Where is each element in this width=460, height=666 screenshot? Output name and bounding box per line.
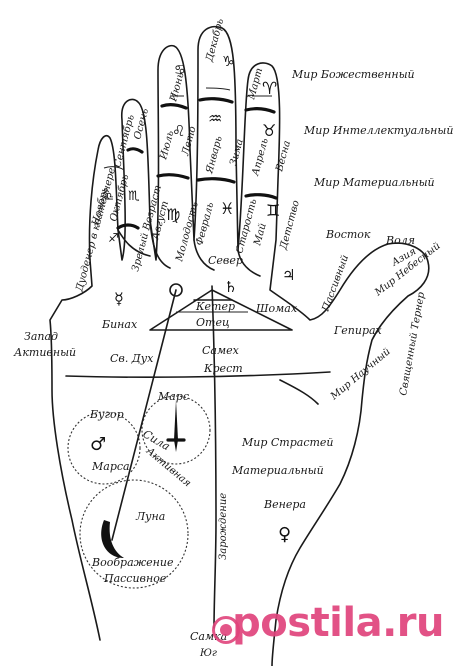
label-shomakh: Шомах	[255, 302, 298, 315]
sagittarius-icon: ♐	[108, 231, 119, 245]
postila-logo-icon	[212, 616, 240, 644]
index-finger-crease-1	[198, 97, 234, 104]
label-hill: Бугор	[89, 408, 124, 421]
label-world-divine: Мир Божественный	[291, 68, 415, 81]
label-world-material: Мир Материальный	[313, 176, 435, 189]
capricorn-icon: ♑	[222, 54, 235, 70]
label-mars-lower: Марса	[91, 460, 130, 473]
vertical-line-saturn	[211, 285, 217, 629]
label-east: Восток	[325, 228, 371, 241]
label-january: Январь	[204, 135, 225, 176]
jupiter-circle	[169, 283, 183, 297]
label-mars-upper: Марс	[157, 390, 189, 403]
finger-divider-3	[193, 239, 215, 271]
label-imagination: Воображение	[91, 556, 174, 569]
label-keter: Кетер	[195, 300, 235, 313]
watermark-text: postila.ru	[232, 600, 444, 646]
label-gepirakh: Гепирах	[333, 324, 383, 337]
label-active-left: Активный	[13, 346, 76, 359]
heart-line	[279, 379, 319, 405]
mars-active-circle	[141, 395, 211, 465]
label-passive-right: Пассивный	[320, 254, 351, 314]
mercury-icon: ☿	[114, 289, 124, 308]
label-june: Июнь	[168, 71, 187, 103]
label-world-passions: Мир Страстей	[241, 436, 334, 449]
saturn-icon: ♄	[224, 278, 237, 296]
taurus-icon: ♉	[262, 121, 276, 140]
label-material: Материальный	[231, 464, 324, 477]
hill-of-mars-circle	[67, 411, 141, 485]
finger-divider-1	[117, 229, 151, 257]
horizontal-palm-line	[65, 371, 331, 378]
triangle-keter	[149, 289, 293, 331]
mars-icon: ♂	[90, 434, 106, 455]
middle-finger-crease-2	[156, 173, 190, 180]
label-world-intellectual: Мир Интеллектуальный	[303, 124, 453, 137]
pisces-icon: ♓	[220, 199, 234, 218]
label-childhood: Детство	[278, 199, 302, 252]
label-will: Воля	[385, 234, 415, 247]
fingertip-line-3	[205, 87, 231, 91]
cancer-icon: ♋	[174, 63, 186, 78]
gemini-icon: ♊	[266, 201, 280, 220]
label-venus: Венера	[263, 498, 306, 511]
label-may: Май	[252, 222, 269, 248]
jupiter-icon: ♃	[282, 266, 295, 284]
aquarius-icon: ♒	[208, 109, 222, 128]
venus-icon: ♀	[278, 524, 291, 545]
ring-finger-crease-2	[116, 223, 140, 230]
label-world-scientific: Мир Научный	[328, 346, 393, 403]
little-finger-crease-2	[244, 193, 278, 200]
index-finger-crease-2	[196, 177, 236, 184]
leo-icon: ♌	[172, 122, 185, 140]
label-binakh: Бинах	[101, 318, 138, 331]
middle-finger-crease-1	[160, 103, 188, 110]
label-holy-ternary: Священный Тернер	[398, 291, 427, 397]
label-west: Запад	[24, 330, 58, 343]
label-north: Север	[208, 254, 243, 267]
label-passive-bottom: Пассивное	[103, 572, 167, 585]
moon-circle	[79, 479, 189, 589]
label-july: Июль	[158, 130, 176, 162]
label-autumn: Осень	[132, 107, 151, 141]
label-moon: Луна	[135, 510, 165, 523]
label-south: Юг	[199, 648, 217, 659]
label-active-mars: Активная	[143, 445, 193, 489]
label-april: Апрель	[250, 137, 271, 178]
label-holy-spirit: Св. Дух	[110, 352, 154, 365]
finger-divider-2	[149, 219, 171, 269]
label-september: Сентябрь	[112, 114, 137, 169]
fingertip-line-1	[103, 166, 125, 171]
label-sameh: Самех	[202, 344, 240, 357]
dagger-blade-icon	[174, 400, 178, 452]
moon-ray-line	[111, 289, 177, 541]
aries-icon: ♈	[262, 79, 277, 99]
label-birth: Зарождение	[218, 493, 229, 560]
ring-finger-crease-1	[126, 147, 144, 154]
little-finger-crease-1	[244, 107, 276, 114]
crescent-moon-icon	[101, 520, 124, 558]
label-father: Отец	[196, 316, 230, 329]
hand-outline	[49, 25, 430, 666]
scorpio-icon: ♏	[128, 189, 140, 204]
label-cross: Крест	[203, 362, 243, 375]
finger-divider-4	[237, 249, 261, 277]
label-spring: Весна	[274, 140, 293, 174]
libra-icon: ♎	[104, 190, 114, 203]
virgo-icon: ♍	[166, 205, 180, 224]
